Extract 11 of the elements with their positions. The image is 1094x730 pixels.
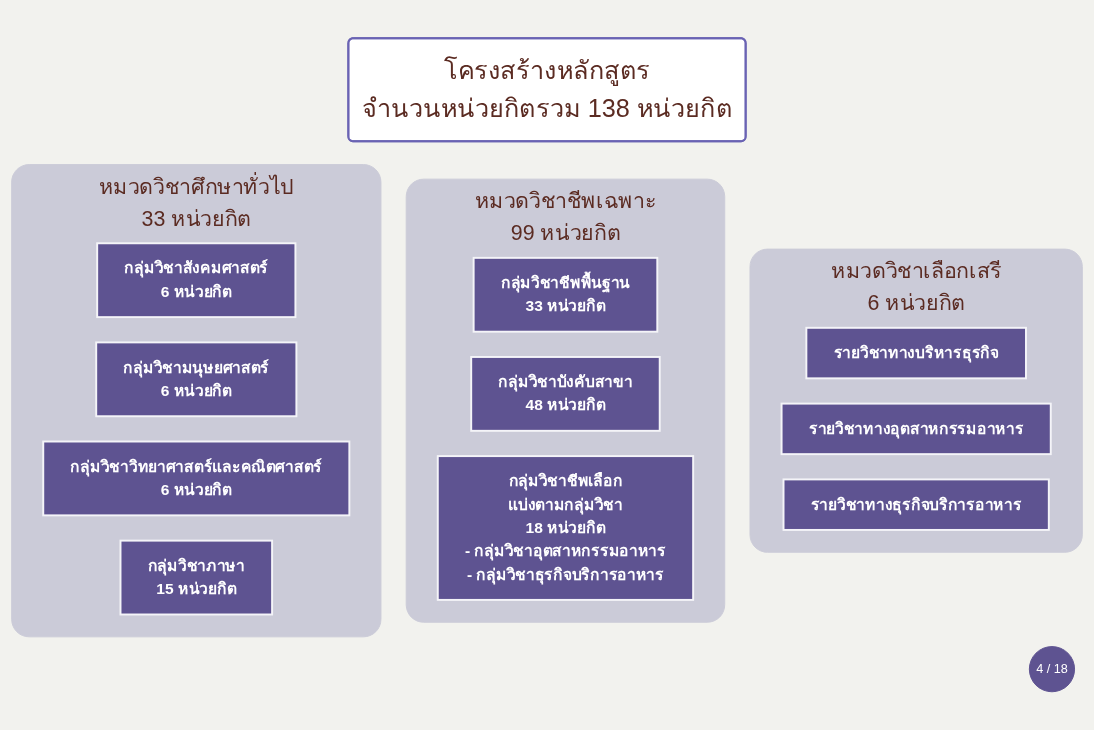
node-box: กลุ่มวิชามนุษยศาสตร์ 6 หน่วยกิต — [95, 341, 298, 418]
node-box: รายวิชาทางบริหารธุรกิจ — [805, 326, 1027, 380]
node-circle: 4 / 18 — [1028, 646, 1076, 693]
node-box: กลุ่มวิชาสังคมศาสตร์ 6 หน่วยกิต — [96, 242, 297, 319]
node-box: กลุ่มวิชาชีพเลือก แบ่งตามกลุ่มวิชา 18 หน่วยกิต - กลุ่มวิชาอุตสาหกรรมอาหาร - กลุ่มวิชาธุรกิจบริการอาหาร — [436, 455, 695, 601]
node-box: รายวิชาทางธุรกิจบริการอาหาร — [782, 478, 1050, 531]
node-box: รายวิชาทางอุตสาหกรรมอาหาร — [780, 402, 1052, 456]
node-box: กลุ่มวิชาชีพพื้นฐาน 33 หน่วยกิต — [472, 256, 659, 333]
node-box: กลุ่มวิชาวิทยาศาสตร์และคณิตศาสตร์ 6 หน่วยกิต — [42, 440, 351, 517]
node-box: กลุ่มวิชาภาษา 15 หน่วยกิต — [119, 539, 274, 616]
node-box: กลุ่มวิชาบังคับสาขา 48 หน่วยกิต — [470, 356, 661, 432]
